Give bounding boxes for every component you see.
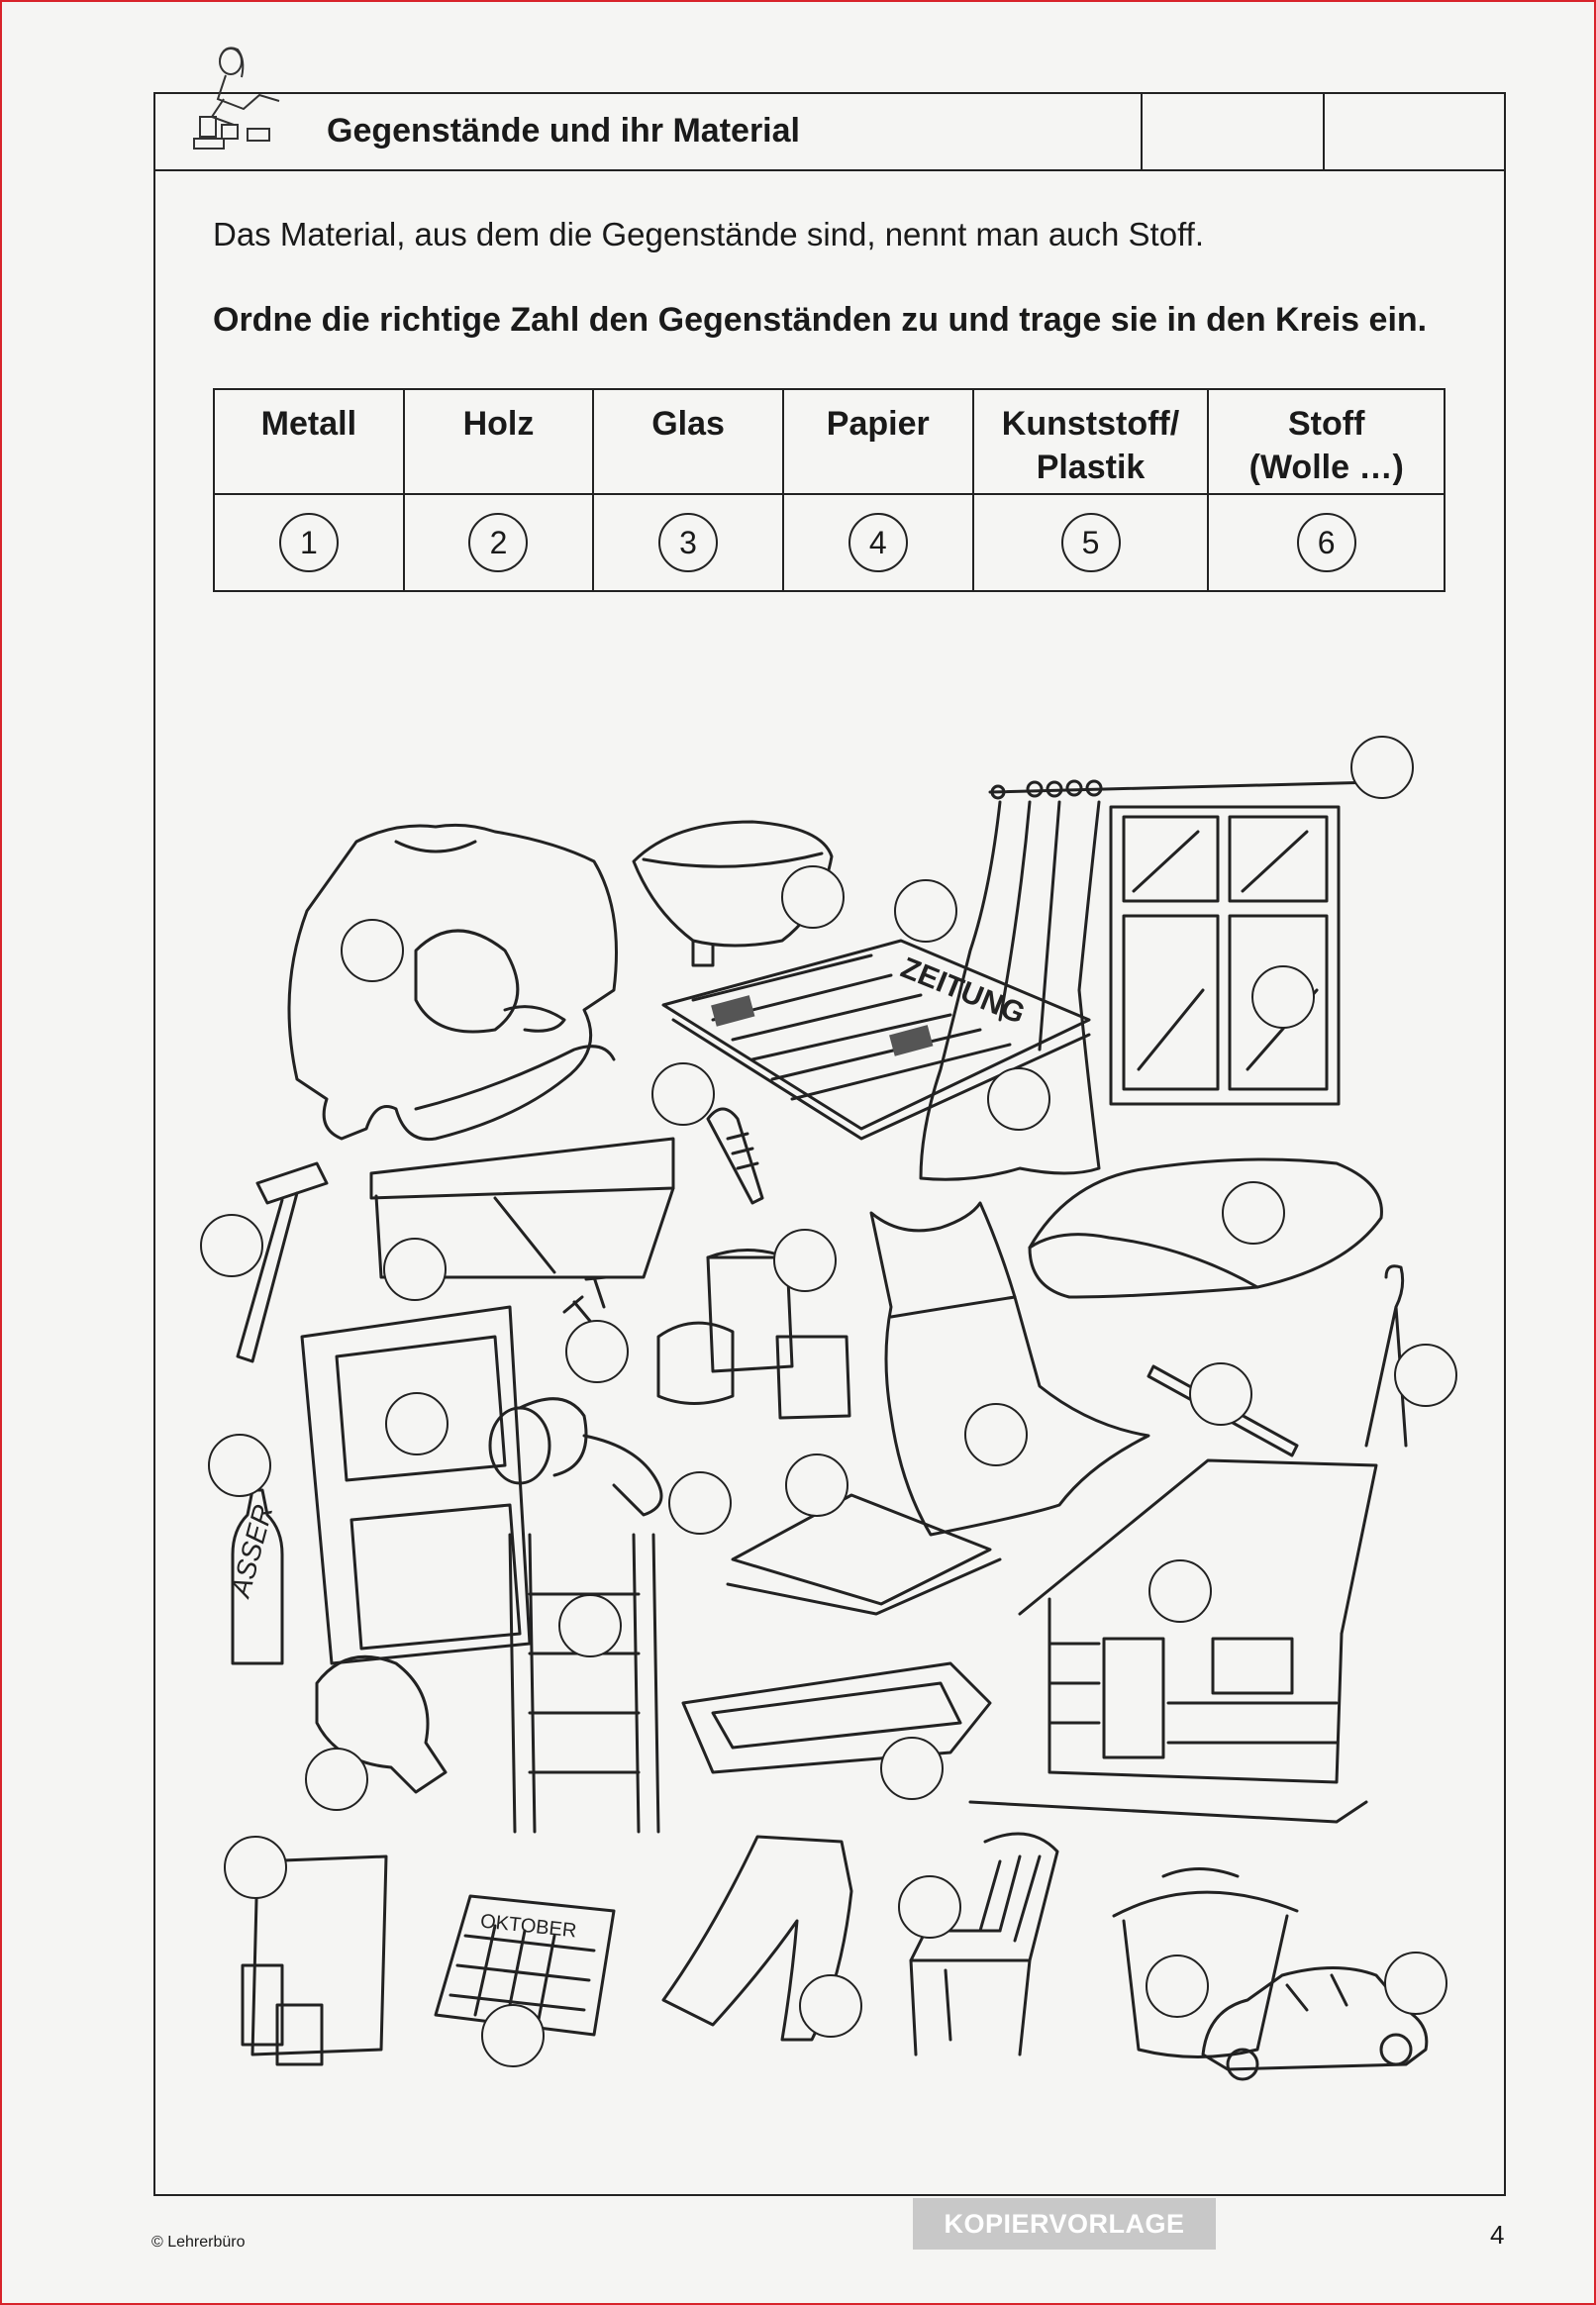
ladder-drawing <box>508 1533 660 1834</box>
answer-circle-bowl <box>781 865 845 929</box>
page-title: Gegenstände und ihr Material <box>327 112 800 150</box>
answer-circle-bulb <box>305 1748 368 1811</box>
intro-text: Das Material, aus dem die Gegenstände si… <box>213 216 1204 252</box>
material-header-kunststoff: Kunststoff/Plastik <box>971 388 1210 495</box>
material-header-stoff: Stoff(Wolle …) <box>1207 388 1446 495</box>
answer-circle-hammer <box>200 1214 263 1277</box>
material-header-glas: Glas <box>592 388 784 495</box>
water-bottle-drawing <box>231 1488 284 1665</box>
material-number-cell: 2 <box>402 493 595 592</box>
calendar-drawing <box>434 1894 616 2037</box>
answer-circle-mirror <box>224 1836 287 1899</box>
number-circle: 4 <box>848 513 908 572</box>
material-number-cell: 4 <box>781 493 974 592</box>
toilet-paper-drawing <box>488 1397 663 1517</box>
material-header-metall: Metall <box>213 388 405 495</box>
answer-circle-pen <box>1189 1362 1252 1426</box>
log-cabin-drawing <box>968 1458 1378 1824</box>
mirror-glasses-drawing <box>241 1854 388 2066</box>
number-circle: 3 <box>658 513 719 572</box>
towel-drawing <box>1028 1157 1383 1299</box>
answer-circle-screw <box>651 1062 715 1126</box>
calendar-month: OKTOBER <box>479 1910 577 1942</box>
answer-circle-calendar <box>481 2004 545 2067</box>
number-circle: 6 <box>1296 513 1356 572</box>
answer-circle-dress <box>964 1403 1028 1466</box>
answer-circle-curtain <box>1350 736 1414 799</box>
pliers-drawing <box>1364 1264 1408 1448</box>
answer-circle-door <box>385 1392 449 1455</box>
answer-circle-car <box>1384 1952 1447 2015</box>
material-number-cell: 1 <box>213 493 405 592</box>
header-box-2 <box>1323 92 1505 171</box>
answer-circle-toilet-paper <box>668 1471 732 1535</box>
newspaper-drawing <box>661 939 1091 1141</box>
number-circle: 1 <box>278 513 339 572</box>
answer-circle-newspaper <box>894 879 957 943</box>
header-box-1 <box>1141 92 1323 171</box>
answer-circle-sweater <box>341 919 404 982</box>
answer-circle-nails <box>565 1320 629 1383</box>
answer-circle-book <box>785 1453 848 1517</box>
answer-circle-shoebox <box>383 1238 447 1301</box>
hammer-drawing <box>236 1161 329 1363</box>
materials-header-row: Metall Holz Glas Papier Kunststoff/Plast… <box>213 388 1446 495</box>
curtain-drawing <box>919 779 1378 1181</box>
worksheet-frame <box>153 92 1506 2196</box>
material-number-cell: 5 <box>971 493 1210 592</box>
task-instruction: Ordne die richtige Zahl den Gegenständen… <box>213 301 1428 339</box>
toy-car-drawing <box>1201 1966 1429 2081</box>
answer-circle-curtain-fabric <box>987 1067 1050 1131</box>
answer-circle-bottle <box>208 1434 271 1497</box>
kopiervorlage-badge: KOPIERVORLAGE <box>913 2198 1216 2250</box>
material-header-papier: Papier <box>781 388 974 495</box>
chair-drawing <box>909 1832 1059 2056</box>
number-circle: 5 <box>1060 513 1121 572</box>
answer-circle-towel <box>1222 1181 1285 1245</box>
materials-number-row: 1 2 3 4 5 6 <box>213 493 1446 592</box>
baking-dish-drawing <box>681 1661 992 1774</box>
dress-drawing <box>869 1201 1150 1537</box>
answer-circles <box>200 736 1457 2067</box>
answer-circle-window <box>1251 965 1315 1029</box>
header-bar <box>153 92 1506 171</box>
number-circle: 2 <box>468 513 529 572</box>
book-drawing <box>726 1493 1002 1616</box>
bucket-drawing <box>1112 1867 1299 2058</box>
answer-circle-jars <box>773 1229 837 1292</box>
answer-circle-baking-dish <box>880 1737 944 1800</box>
answer-circle-cabin <box>1148 1559 1212 1623</box>
material-number-cell: 3 <box>592 493 784 592</box>
materials-table: Metall Holz Glas Papier Kunststoff/Plast… <box>213 388 1446 592</box>
nails-drawing <box>562 1275 608 1334</box>
pen-drawing <box>1147 1364 1299 1457</box>
answer-circle-pliers <box>1394 1344 1457 1407</box>
screw-drawing <box>706 1107 764 1205</box>
material-header-holz: Holz <box>402 388 595 495</box>
answer-circle-trousers <box>799 1974 862 2038</box>
page-number: 4 <box>1490 2220 1505 2250</box>
window-drawing <box>1109 805 1341 1106</box>
answer-circle-chair <box>898 1875 961 1939</box>
answer-circle-ladder <box>558 1594 622 1657</box>
answer-circle-bucket <box>1146 1954 1209 2018</box>
sweater-drawing <box>287 823 618 1142</box>
copyright-text: © Lehrerbüro <box>151 2234 246 2251</box>
door-drawing <box>300 1305 532 1665</box>
material-number-cell: 6 <box>1207 493 1446 592</box>
shoebox-drawing <box>369 1137 675 1279</box>
